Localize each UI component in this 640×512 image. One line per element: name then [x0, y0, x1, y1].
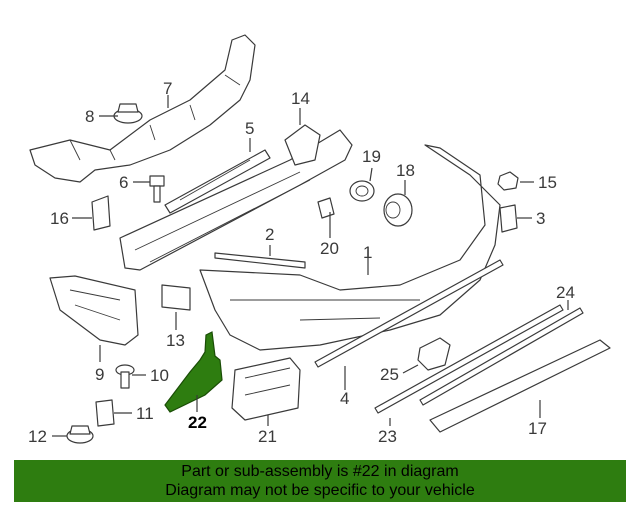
callout-20: 20	[320, 239, 339, 258]
callout-16: 16	[50, 209, 69, 228]
part-25-bracket[interactable]	[417, 337, 451, 371]
part-8-nut[interactable]	[113, 103, 143, 124]
part-15-nut[interactable]	[497, 171, 519, 191]
part-6-bolt[interactable]	[149, 175, 165, 203]
callout-4: 4	[340, 389, 349, 408]
leader-lines	[52, 95, 569, 437]
callout-24: 24	[556, 283, 575, 302]
callout-7: 7	[163, 79, 172, 98]
part-4-strip[interactable]	[314, 259, 504, 368]
part-9-side-bracket[interactable]	[49, 275, 139, 346]
part-14-bumper-carrier[interactable]	[119, 124, 353, 271]
part-21-module[interactable]	[231, 357, 301, 421]
callout-15: 15	[538, 173, 557, 192]
callout-23: 23	[378, 427, 397, 446]
part-2-strip[interactable]	[214, 252, 306, 269]
part-16-bracket-plate[interactable]	[91, 195, 111, 231]
callout-11: 11	[136, 404, 154, 423]
parts-diagram: 7 8 14 5 6 19 18 15 16 3 2 20 1 24 13 9 …	[28, 34, 611, 446]
callout-25: 25	[380, 365, 399, 384]
part-5-bracket-strip[interactable]	[164, 149, 271, 214]
callout-1: 1	[363, 243, 372, 262]
part-18-sensor[interactable]	[383, 193, 413, 227]
callout-9: 9	[95, 365, 104, 384]
callout-12: 12	[28, 427, 47, 446]
part-13-plate[interactable]	[161, 284, 191, 311]
callout-10: 10	[150, 366, 169, 385]
part-20-clip[interactable]	[317, 197, 335, 219]
part-12-nut[interactable]	[66, 425, 94, 444]
banner-line-2: Diagram may not be specific to your vehi…	[165, 482, 475, 499]
callout-21: 21	[258, 427, 277, 446]
callout-22: 22	[188, 413, 207, 432]
callout-18: 18	[396, 161, 415, 180]
callout-5: 5	[245, 119, 254, 138]
callout-17: 17	[528, 419, 547, 438]
callout-3: 3	[536, 209, 545, 228]
callout-labels: 7 8 14 5 6 19 18 15 16 3 2 20 1 24 13 9 …	[28, 79, 575, 446]
part-10-screw[interactable]	[115, 364, 135, 389]
part-19-ring[interactable]	[349, 180, 375, 202]
part-3-small-bracket[interactable]	[499, 204, 518, 233]
callout-8: 8	[85, 107, 94, 126]
callout-2: 2	[265, 225, 274, 244]
part-17-lower-trim[interactable]	[429, 339, 611, 433]
part-1-bumper-cover[interactable]	[199, 144, 501, 351]
callout-6: 6	[119, 173, 128, 192]
callout-19: 19	[362, 147, 381, 166]
banner-line-1: Part or sub-assembly is #22 in diagram	[181, 463, 459, 480]
part-22-highlighted-bracket[interactable]	[164, 331, 223, 413]
diagram-notice-banner: Part or sub-assembly is #22 in diagram D…	[14, 460, 626, 502]
part-24-strip[interactable]	[419, 307, 584, 406]
part-23-strip[interactable]	[374, 304, 564, 414]
callout-13: 13	[166, 331, 185, 350]
part-11-clip[interactable]	[95, 399, 115, 427]
callout-14: 14	[291, 89, 310, 108]
part-7-upper-reinforcement[interactable]	[29, 34, 256, 183]
